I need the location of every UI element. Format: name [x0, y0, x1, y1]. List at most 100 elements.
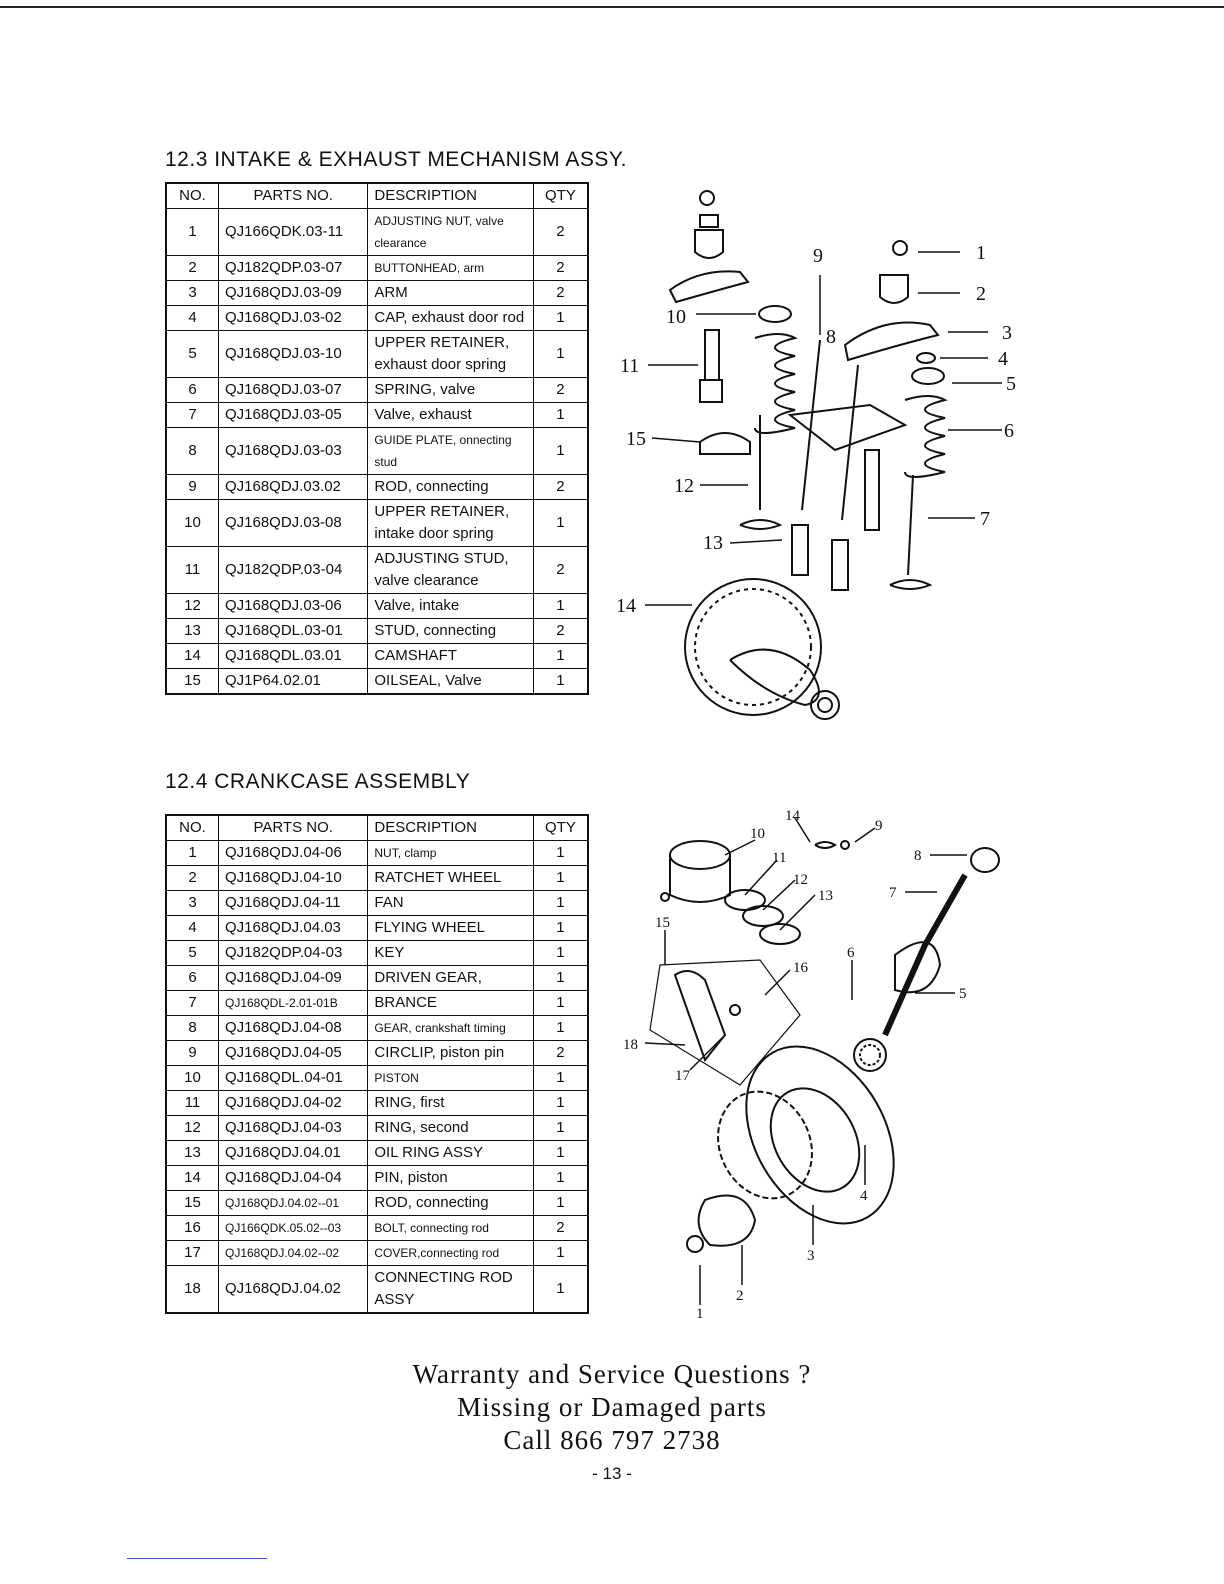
callout-label: 1 — [696, 1306, 704, 1320]
callout-label: 14 — [785, 808, 801, 824]
row-no: 9 — [165, 1040, 219, 1066]
row-qty: 1 — [532, 940, 589, 966]
row-parts-no: QJ168QDJ.03-10 — [217, 330, 369, 378]
callout-label: 15 — [655, 915, 670, 931]
row-parts-no: QJ168QDJ.04-05 — [217, 1040, 369, 1066]
row-qty: 1 — [532, 890, 589, 916]
row-parts-no: QJ168QDJ.03-05 — [217, 402, 369, 428]
row-no: 10 — [165, 499, 219, 547]
row-no: 6 — [165, 965, 219, 991]
row-no: 14 — [165, 1165, 219, 1191]
callout-label: 15 — [626, 428, 646, 450]
row-no: 17 — [165, 1240, 219, 1266]
row-no: 8 — [165, 1015, 219, 1041]
row-qty: 1 — [532, 305, 589, 331]
row-qty: 1 — [532, 1190, 589, 1216]
row-parts-no: QJ168QDJ.04.01 — [217, 1140, 369, 1166]
row-no: 3 — [165, 280, 219, 306]
row-qty: 1 — [532, 1165, 589, 1191]
row-qty: 1 — [532, 1015, 589, 1041]
row-qty: 1 — [532, 1090, 589, 1116]
row-no: 7 — [165, 990, 219, 1016]
footer-line-phone: Call 866 797 2738 — [503, 1425, 721, 1455]
row-parts-no: QJ168QDJ.04-04 — [217, 1165, 369, 1191]
callout-label: 12 — [793, 872, 808, 888]
row-no: 2 — [165, 865, 219, 891]
row-description: KEY — [367, 940, 534, 966]
callout-label: 13 — [703, 532, 723, 554]
row-no: 14 — [165, 643, 219, 669]
row-description: ROD, connecting — [367, 474, 534, 500]
row-parts-no: QJ168QDJ.03-08 — [217, 499, 369, 547]
row-description: PIN, piston — [367, 1165, 534, 1191]
row-qty: 2 — [532, 1040, 589, 1066]
row-description: GUIDE PLATE, onnecting stud — [367, 427, 534, 475]
row-no: 5 — [165, 330, 219, 378]
page-number: - 13 - — [592, 1464, 632, 1483]
row-parts-no: QJ168QDJ.04-09 — [217, 965, 369, 991]
row-parts-no: QJ168QDJ.04-11 — [217, 890, 369, 916]
row-description: ROD, connecting — [367, 1190, 534, 1216]
row-no: 12 — [165, 593, 219, 619]
row-description: ARM — [367, 280, 534, 306]
service-contact-footer: Warranty and Service Questions ? Missing… — [0, 1358, 1224, 1457]
row-description: UPPER RETAINER, intake door spring — [367, 499, 534, 547]
header-description: DESCRIPTION — [367, 814, 534, 841]
row-no: 15 — [165, 1190, 219, 1216]
top-rule — [0, 6, 1224, 8]
row-qty: 1 — [532, 990, 589, 1016]
row-parts-no: QJ168QDJ.04-10 — [217, 865, 369, 891]
row-description: SPRING, valve — [367, 377, 534, 403]
callout-label: 3 — [807, 1248, 815, 1264]
footer-line-missing-parts: Missing or Damaged parts — [457, 1392, 767, 1422]
row-parts-no: QJ168QDJ.03-02 — [217, 305, 369, 331]
row-no: 15 — [165, 668, 219, 695]
row-qty: 1 — [532, 402, 589, 428]
callout-label: 14 — [616, 595, 636, 617]
row-parts-no: QJ168QDJ.04.02 — [217, 1265, 369, 1314]
row-description: OIL RING ASSY — [367, 1140, 534, 1166]
row-description: RING, second — [367, 1115, 534, 1141]
callout-label: 11 — [620, 355, 639, 377]
callout-label: 13 — [818, 888, 833, 904]
row-parts-no: QJ168QDL.04-01 — [217, 1065, 369, 1091]
row-no: 4 — [165, 305, 219, 331]
row-parts-no: QJ166QDK.03-11 — [217, 208, 369, 256]
header-parts-no: PARTS NO. — [217, 182, 369, 209]
row-qty: 1 — [532, 499, 589, 547]
row-no: 13 — [165, 618, 219, 644]
row-qty: 1 — [532, 1240, 589, 1266]
callout-label: 17 — [675, 1068, 691, 1084]
row-qty: 1 — [532, 965, 589, 991]
row-description: CONNECTING ROD ASSY — [367, 1265, 534, 1314]
row-no: 2 — [165, 255, 219, 281]
row-description: Valve, intake — [367, 593, 534, 619]
bottom-rule — [127, 1558, 267, 1559]
callout-label: 18 — [623, 1037, 638, 1053]
row-parts-no: QJ168QDL.03.01 — [217, 643, 369, 669]
row-no: 11 — [165, 546, 219, 594]
row-parts-no: QJ168QDJ.03-06 — [217, 593, 369, 619]
crankcase-exploded-diagram: 1 2 3 4 5 6 7 8 9 10 11 12 13 14 15 16 1… — [615, 800, 1015, 1320]
row-qty: 1 — [532, 840, 589, 866]
section-title-intake: 12.3 INTAKE & EXHAUST MECHANISM ASSY. — [165, 148, 627, 171]
row-parts-no: QJ168QDJ.04-02 — [217, 1090, 369, 1116]
callout-label: 8 — [826, 326, 836, 348]
